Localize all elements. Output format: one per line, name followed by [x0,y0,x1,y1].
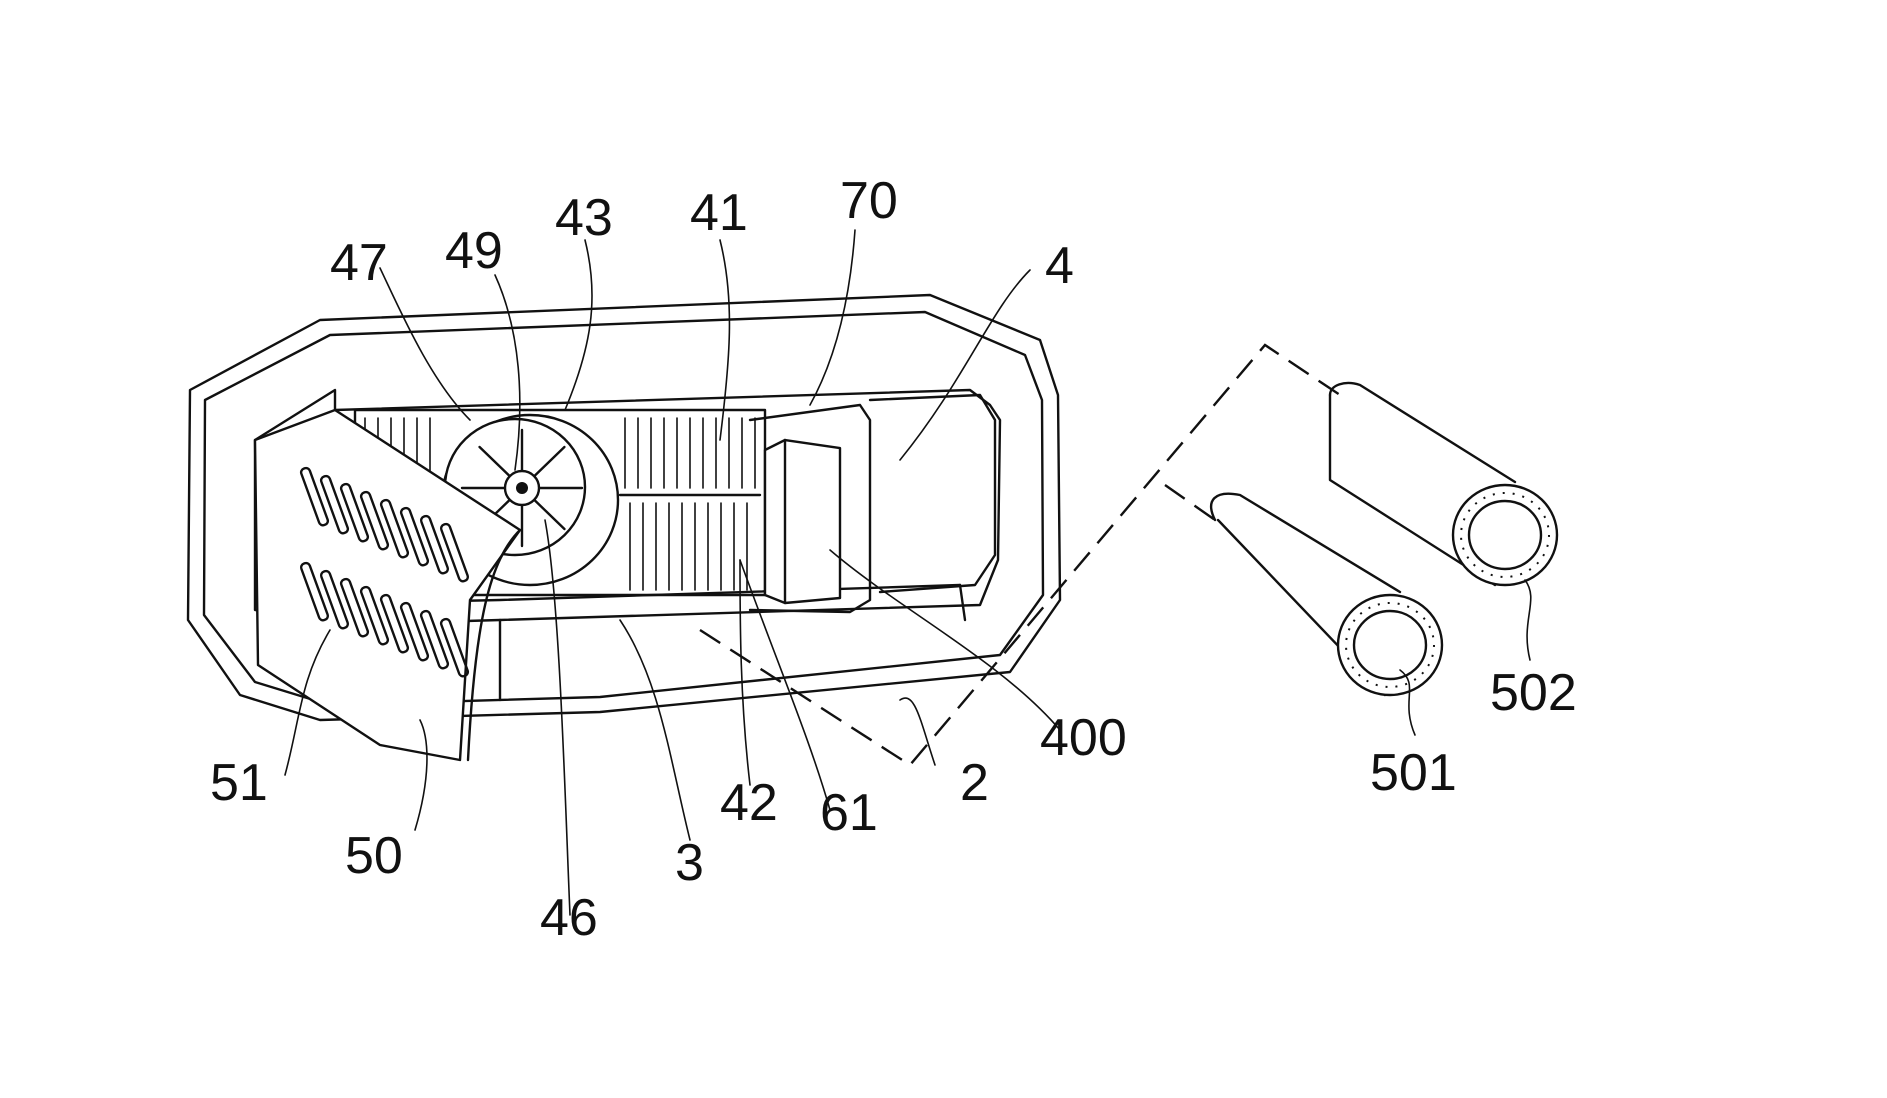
label-47: 47 [330,234,388,292]
label-61: 61 [820,784,878,842]
label-43: 43 [555,189,613,247]
label-400: 400 [1040,709,1127,767]
label-502: 502 [1490,664,1577,722]
label-50: 50 [345,827,403,885]
label-51: 51 [210,754,268,812]
label-4: 4 [1045,237,1074,295]
label-501: 501 [1370,744,1457,802]
pipe-502 [1330,383,1557,585]
label-70: 70 [840,172,898,230]
label-3: 3 [675,834,704,892]
label-42: 42 [720,774,778,832]
label-46: 46 [540,889,598,947]
pipe-501 [1211,494,1442,695]
label-41: 41 [690,184,748,242]
label-49: 49 [445,222,503,280]
compartment-4 [870,395,995,592]
electronic-module [750,405,870,612]
label-2: 2 [960,754,989,812]
